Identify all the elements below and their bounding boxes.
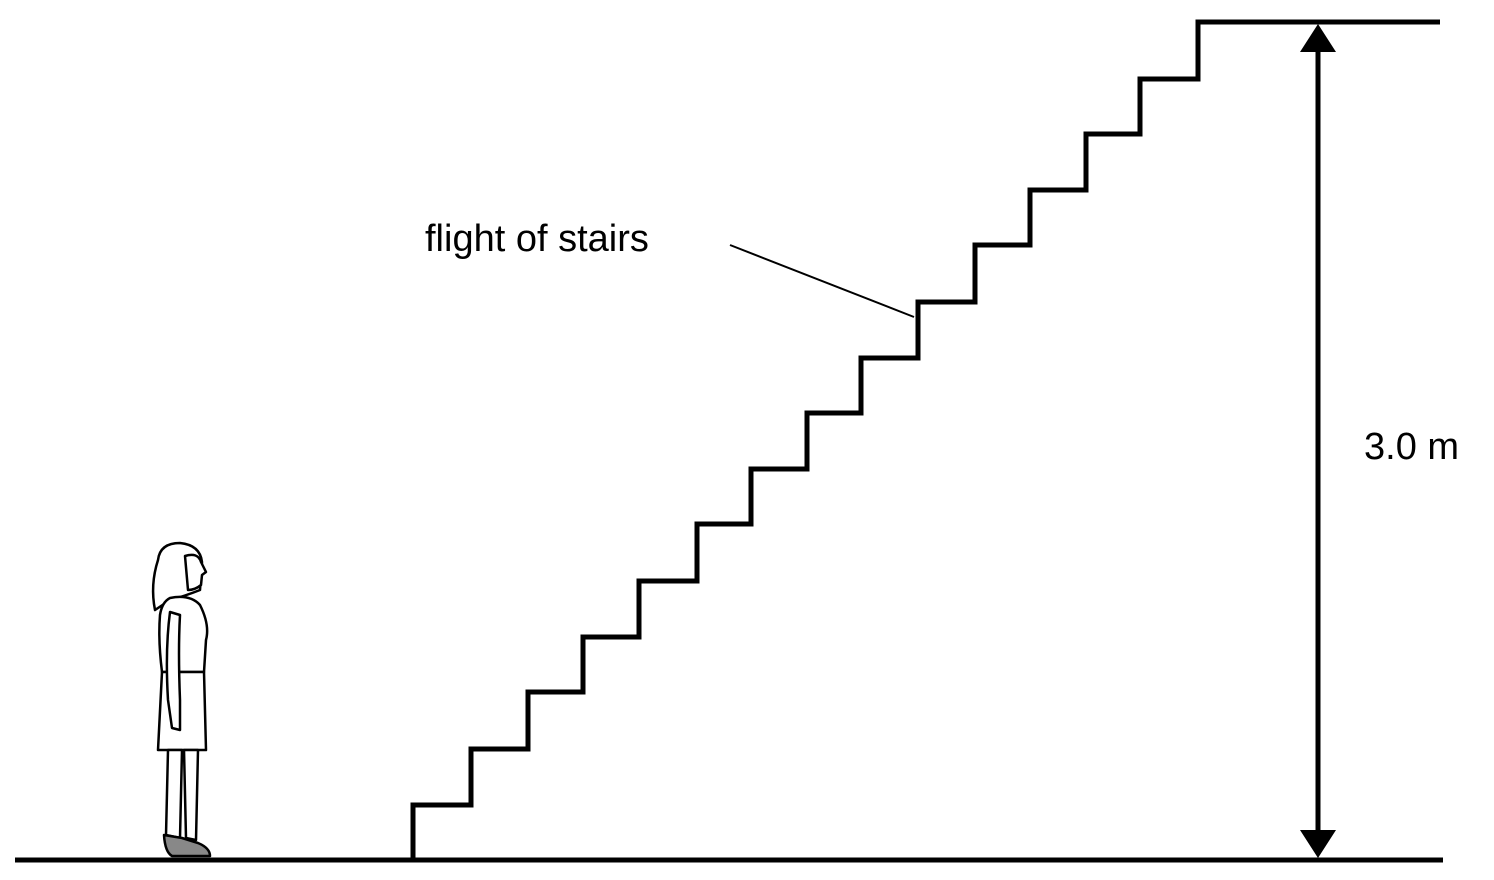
height-label: 3.0 m [1364,426,1460,468]
person-figure-icon [151,541,212,858]
flight-of-stairs [410,19,1440,860]
stairs-label: flight of stairs [425,218,649,260]
double-headed-arrow-icon [1300,24,1336,858]
leader-line [729,244,915,318]
